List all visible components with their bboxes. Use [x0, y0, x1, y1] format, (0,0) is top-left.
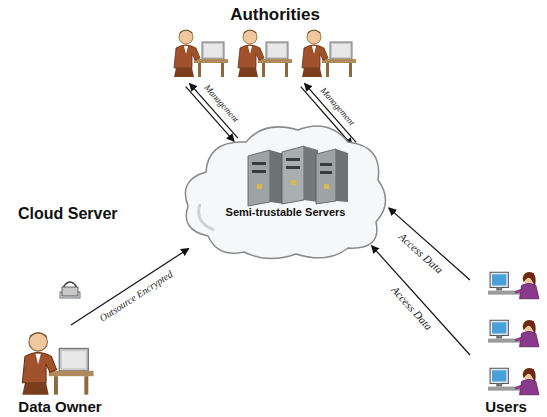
- authority-figure: [302, 30, 356, 77]
- user-figure: [488, 368, 539, 395]
- connector: [71, 249, 189, 326]
- owner-figure: [22, 333, 93, 395]
- arrow-line: [372, 246, 471, 355]
- edge-label: Outsource Encrypted: [96, 267, 177, 325]
- edge-label: Management: [200, 82, 241, 127]
- edge-label: Management: [317, 84, 358, 129]
- node-label: Users: [470, 398, 542, 415]
- cloud-shape: [178, 118, 393, 263]
- cloud-node: Semi-trustable Servers: [178, 118, 393, 263]
- region-label: Cloud Server: [18, 205, 118, 223]
- authority-figure: [238, 30, 292, 77]
- users-group: Users: [470, 265, 542, 415]
- data-owner: Data Owner: [5, 325, 115, 415]
- connector: [389, 208, 470, 280]
- arrow-line: [389, 208, 470, 280]
- authority-figure: [174, 30, 228, 77]
- authority-group: Authorities: [160, 3, 390, 85]
- arrow-line: [71, 249, 189, 326]
- node-label: Data Owner: [5, 398, 115, 415]
- node-label: Authorities: [160, 5, 390, 25]
- user-figure: [488, 272, 539, 299]
- lock-icon: [0, 282, 80, 304]
- node-label: Semi-trustable Servers: [178, 206, 393, 218]
- user-figure: [488, 320, 539, 347]
- connector: [372, 246, 471, 355]
